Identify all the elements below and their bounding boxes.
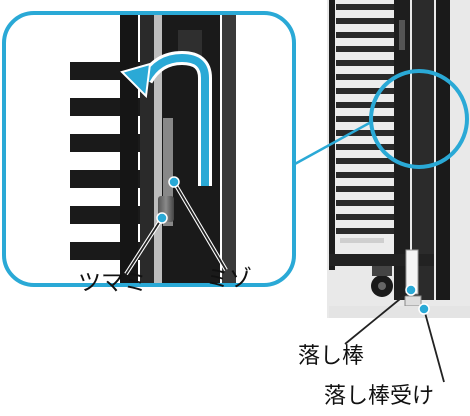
pointer-otoshibou-uke xyxy=(423,308,445,383)
label-groove: ミゾ xyxy=(206,266,252,292)
callout-connector xyxy=(292,119,374,167)
pointer-dot-otoshibou xyxy=(405,284,417,296)
label-drop-rod: 落し棒 xyxy=(298,344,365,369)
pointer-dot-tsumami xyxy=(156,212,168,224)
zoom-border xyxy=(2,11,296,287)
callout-circle xyxy=(369,69,469,169)
zoom-panel xyxy=(4,13,294,285)
label-drop-rod-receiver: 落し棒受け xyxy=(324,384,435,409)
louver-slats xyxy=(336,4,394,234)
arrow-head xyxy=(120,62,152,99)
label-knob: ツマミ xyxy=(78,270,147,296)
groove-slot xyxy=(163,118,173,226)
pointer-dot-mizo xyxy=(168,176,180,188)
pointer-dot-otoshibou-uke xyxy=(418,303,430,315)
pointer-otoshibou xyxy=(344,289,412,345)
